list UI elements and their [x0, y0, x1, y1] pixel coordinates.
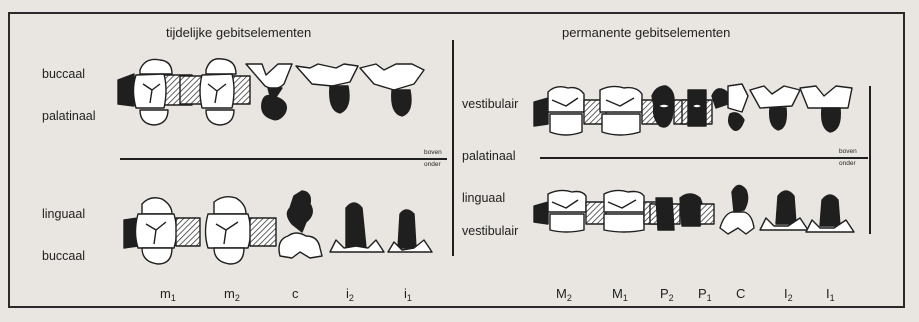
tooth-P1-lower-hatched [700, 204, 714, 224]
tooth-m2-upper-root [206, 110, 234, 125]
tooth-c-lower-crown [279, 233, 322, 258]
tooth-P2-lower [656, 198, 674, 230]
tooth-label-P2: P2 [660, 287, 674, 303]
tooth-m2-lower-body [206, 214, 251, 248]
label-linguaal-left: linguaal [42, 208, 85, 221]
left-upper-teeth [118, 59, 424, 125]
label-vestibulair-upper: vestibulair [462, 98, 518, 111]
tooth-I1-upper-crown [800, 86, 852, 108]
tooth-C-upper-root [712, 89, 729, 108]
label-vestibulair-lower: vestibulair [462, 225, 518, 238]
tooth-P1-upper-cusp [692, 104, 702, 108]
tooth-m1-lower-root [142, 248, 172, 264]
tooth-m2-upper-crown-top [206, 59, 236, 74]
tooth-i1-upper-root [392, 90, 411, 116]
tooth-i2-upper-crown [296, 64, 358, 86]
tooth-i1-lower-root [398, 210, 416, 248]
tooth-M2-upper-crown [548, 87, 584, 112]
tooth-m1-upper-root [140, 110, 168, 125]
tooth-M1-lower-root [604, 214, 644, 232]
tooth-c-upper-root [262, 88, 287, 120]
tooth-I1-lower-root [820, 195, 840, 226]
label-palatinaal-left: palatinaal [42, 110, 96, 123]
left-lower-teeth [124, 191, 432, 264]
tooth-c-lower-root [287, 191, 312, 232]
tooth-M2-lower-crown [548, 190, 586, 212]
tooth-label-I2: I2 [784, 287, 793, 303]
tooth-label-m2: m2 [224, 287, 240, 303]
tooth-label-C: C [736, 287, 745, 303]
tooth-c-upper-crown [246, 64, 292, 89]
tooth-label-i1: i1 [404, 287, 412, 303]
tooth-m2-lower-crown-top [214, 197, 246, 214]
tooth-M1-upper-crown [600, 86, 642, 112]
right-upper-teeth [534, 84, 852, 135]
tooth-I2-lower-root [776, 191, 796, 224]
tooth-M1-upper-root [602, 114, 640, 135]
tooth-P2-upper-cusp [658, 104, 670, 108]
tooth-label-P1: P1 [698, 287, 712, 303]
tooth-m2-lower-hatched [250, 218, 276, 246]
heading-deciduous: tijdelijke gebitselementen [166, 26, 311, 39]
label-linguaal-right: linguaal [462, 192, 505, 205]
tooth-I1-upper-root [822, 108, 841, 132]
tooth-m1-lower-crown-top [142, 198, 172, 214]
tooth-m1-lower-hatched [176, 218, 200, 246]
tooth-M2-lower-hatched [586, 202, 606, 224]
tooth-label-I1: I1 [826, 287, 835, 303]
tooth-M2-lower-wing [534, 202, 548, 224]
tooth-C-upper-tip [729, 113, 744, 130]
tooth-M2-upper-root [550, 114, 582, 135]
label-boven-left: boven [424, 150, 442, 157]
label-onder-left: onder [424, 162, 441, 169]
heading-permanent: permanente gebitselementen [562, 26, 730, 39]
tooth-M2-lower-root [550, 214, 584, 232]
tooth-I2-upper-root [770, 108, 787, 130]
tooth-I2-upper-crown [750, 86, 800, 108]
right-lower-teeth [534, 185, 854, 234]
label-palatinaal-right: palatinaal [462, 150, 516, 163]
tooth-M1-lower-crown [604, 190, 644, 212]
tooth-label-c: c [292, 287, 299, 303]
label-buccaal-upper: buccaal [42, 68, 85, 81]
tooth-m2-lower-root [214, 248, 244, 264]
tooth-label-m1: m1 [160, 287, 176, 303]
tooth-C-lower-crown [720, 212, 754, 234]
tooth-m1-upper-crown-top [140, 59, 172, 74]
label-onder-right: onder [839, 161, 856, 168]
tooth-i1-upper-crown [360, 64, 424, 90]
tooth-label-i2: i2 [346, 287, 354, 303]
tooth-C-lower-root [732, 185, 748, 212]
label-buccaal-lower: buccaal [42, 250, 85, 263]
tooth-M2-upper-wing [534, 98, 548, 126]
tooth-i2-upper-root [330, 86, 349, 113]
tooth-m1-upper-left-wing [118, 74, 134, 106]
tooth-C-upper-crown [728, 84, 748, 112]
tooth-i2-lower-root [346, 203, 366, 248]
tooth-label-M1: M1 [612, 287, 628, 303]
tooth-label-M2: M2 [556, 287, 572, 303]
label-boven-right: boven [839, 149, 857, 156]
